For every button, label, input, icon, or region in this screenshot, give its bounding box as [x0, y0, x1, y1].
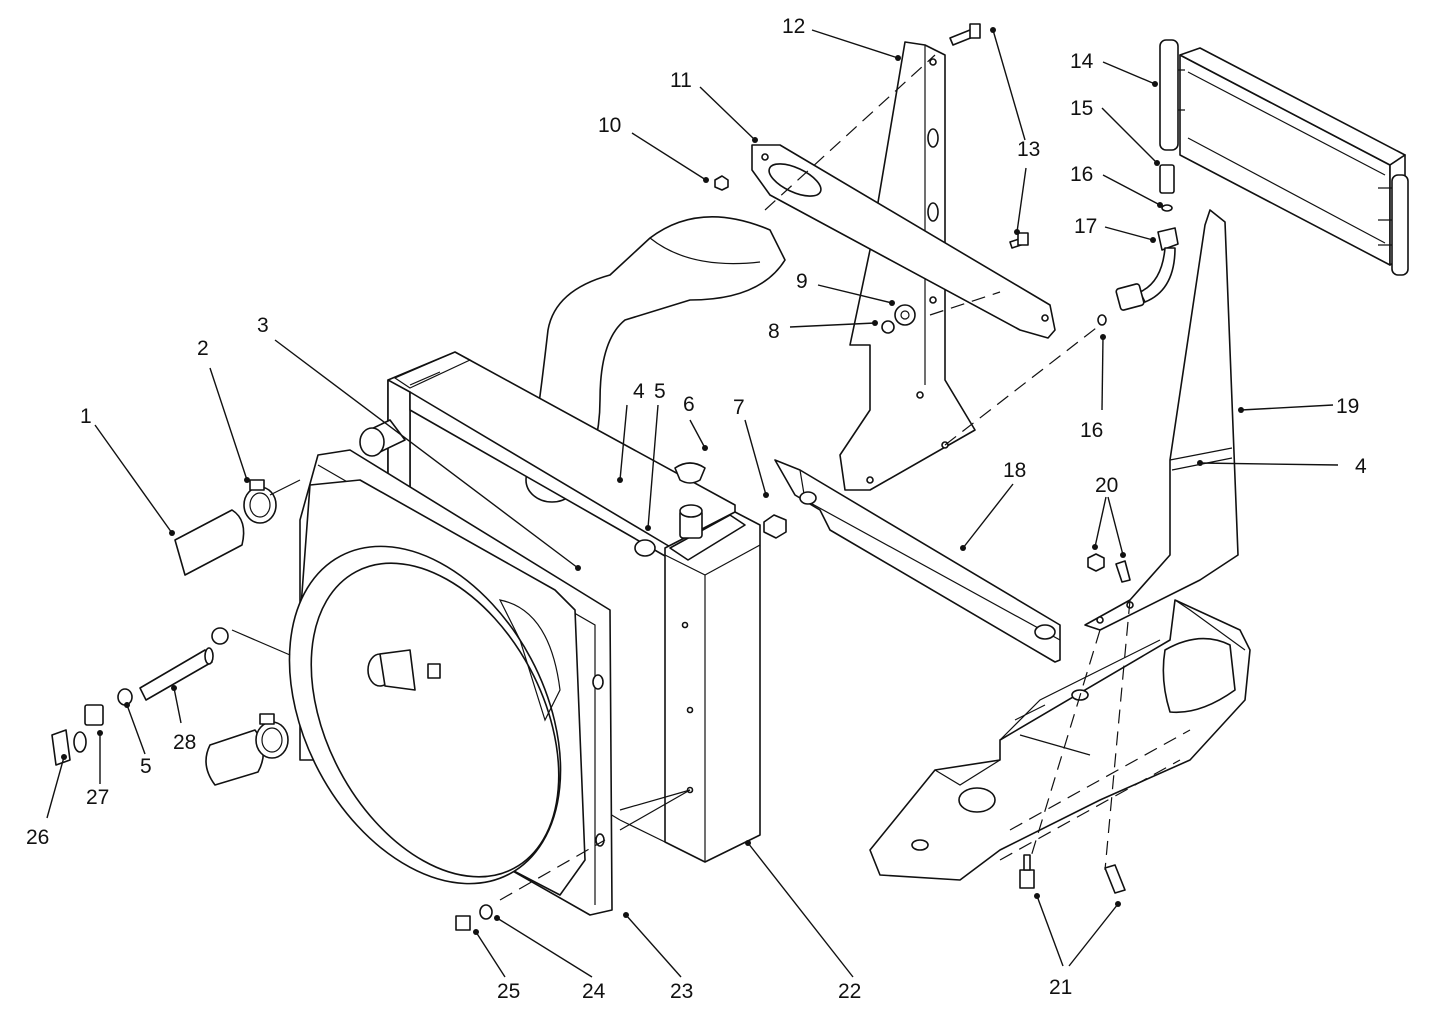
callout-3: 3 — [257, 314, 269, 337]
callout-12: 12 — [782, 15, 805, 38]
callout-24: 24 — [582, 980, 606, 1003]
callout-7: 7 — [733, 396, 745, 419]
callout-6: 6 — [683, 393, 695, 416]
callout-10: 10 — [598, 114, 621, 137]
callout-25: 25 — [497, 980, 520, 1003]
callout-1: 1 — [80, 405, 92, 428]
callout-21: 21 — [1049, 976, 1072, 999]
callout-20: 20 — [1095, 474, 1118, 497]
fan-shroud — [288, 449, 613, 916]
callout-14: 14 — [1070, 50, 1094, 73]
top-cross-bracket — [751, 144, 1056, 339]
callout-labels: 1 2 3 4 4 5 5 6 7 8 9 10 11 12 13 14 15 … — [26, 15, 1367, 1003]
callout-11: 11 — [670, 69, 692, 92]
lower-hoses — [139, 509, 265, 786]
callout-5a: 5 — [654, 380, 666, 403]
chassis-frame — [869, 599, 1251, 881]
callout-27: 27 — [86, 786, 109, 809]
callout-16a: 16 — [1070, 163, 1093, 186]
callout-15: 15 — [1070, 97, 1093, 120]
callout-13: 13 — [1017, 138, 1040, 161]
callout-23: 23 — [670, 980, 693, 1003]
heater-core — [1159, 39, 1409, 276]
callout-22: 22 — [838, 980, 861, 1003]
hose-clamps — [117, 479, 656, 759]
upright-bracket-right — [1084, 209, 1239, 631]
callout-8: 8 — [768, 320, 780, 343]
alignment-lines — [231, 54, 1191, 901]
callout-26: 26 — [26, 826, 49, 849]
callout-5b: 5 — [140, 755, 152, 778]
leader-lines — [46, 27, 1339, 978]
small-hardware — [51, 23, 1131, 931]
callout-28: 28 — [173, 731, 196, 754]
callout-19: 19 — [1336, 395, 1359, 418]
callout-2: 2 — [197, 337, 209, 360]
callout-9: 9 — [796, 270, 808, 293]
callout-17: 17 — [1074, 215, 1097, 238]
callout-4b: 4 — [1355, 455, 1367, 478]
lower-cross-bracket — [774, 459, 1061, 663]
callout-16b: 16 — [1080, 419, 1103, 442]
callout-18: 18 — [1003, 459, 1026, 482]
heater-fittings — [1097, 164, 1179, 326]
callout-4a: 4 — [633, 380, 645, 403]
